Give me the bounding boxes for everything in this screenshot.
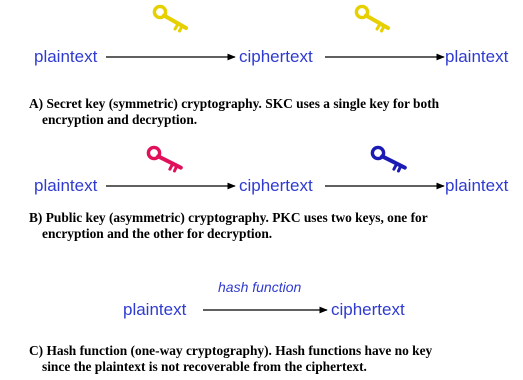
row-a-ciphertext-label: ciphertext bbox=[239, 47, 313, 66]
hash-function-label: hash function bbox=[218, 279, 302, 295]
caption-b-line-1: B) Public key (asymmetric) cryptography.… bbox=[29, 210, 428, 225]
caption-b-line-2: encryption and the other for decryption. bbox=[42, 226, 273, 241]
caption-c: C) Hash function (one-way cryptography).… bbox=[29, 343, 432, 375]
gold-key-icon bbox=[152, 4, 188, 34]
caption-a-line-2: encryption and decryption. bbox=[42, 112, 198, 127]
row-c-ciphertext-label: ciphertext bbox=[331, 300, 405, 319]
row-a-plaintext-label: plaintext bbox=[34, 47, 98, 66]
caption-c-line-1: C) Hash function (one-way cryptography).… bbox=[29, 343, 433, 358]
gold-key-icon bbox=[354, 4, 390, 34]
row-a-plaintext-result-label: plaintext bbox=[445, 47, 509, 66]
row-b-ciphertext-label: ciphertext bbox=[239, 176, 313, 195]
caption-a: A) Secret key (symmetric) cryptography. … bbox=[29, 96, 439, 128]
row-b-plaintext-result-label: plaintext bbox=[445, 176, 509, 195]
pink-key-icon bbox=[148, 146, 181, 172]
navy-key-icon bbox=[372, 146, 405, 172]
caption-a-line-1: A) Secret key (symmetric) cryptography. … bbox=[29, 96, 440, 111]
row-b-plaintext-label: plaintext bbox=[34, 176, 98, 195]
caption-b: B) Public key (asymmetric) cryptography.… bbox=[29, 210, 428, 242]
caption-c-line-2: since the plaintext is not recoverable f… bbox=[42, 359, 367, 374]
row-c-plaintext-label: plaintext bbox=[123, 300, 187, 319]
